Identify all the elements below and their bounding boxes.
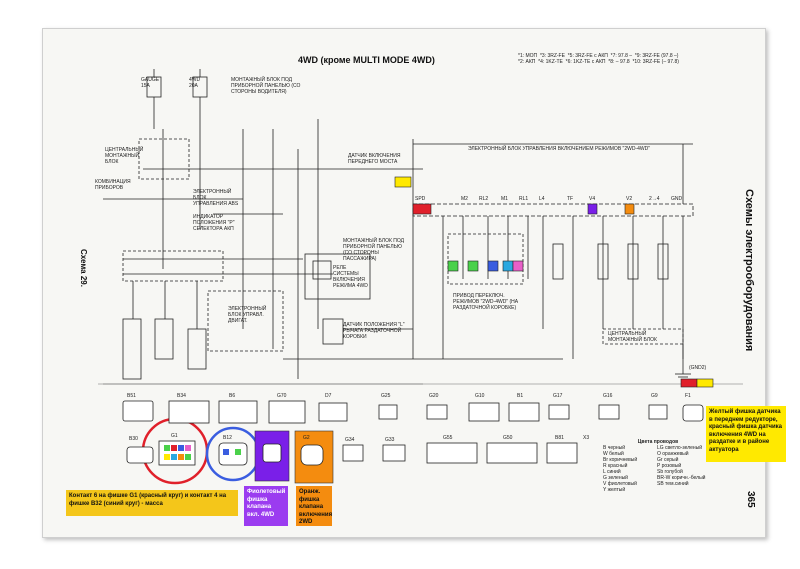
ecu-4wd-label: ЭЛЕКТРОННЫЙ БЛОК УПРАВЛЕНИЯ ВКЛЮЧЕНИЕМ Р… [468,146,650,152]
header-codes: *1: МОП *3: 3RZ-FE *5: 3RZ-FE с АКП *7: … [518,53,758,65]
wire-color-item: BR-W коричн.-белый [657,475,706,481]
connector-label: B34 [177,393,186,399]
wire-color-item: L синий [603,469,621,475]
connector-label: G25 [381,393,391,399]
actuator-drive-label: ПРИВОД ПЕРЕКЛЮЧ. РЕЖИМОВ "2WD-4WD" (НА Р… [453,293,519,311]
connector-label: B1 [517,393,524,399]
connector-label: G50 [503,435,513,441]
diagram-page: 4WD (кроме MULTI MODE 4WD) *1: МОП *3: 3… [42,28,766,538]
wire-color-item: O оранжевый [657,451,689,457]
relay-label: РЕЛЕ СИСТЕМЫ ВКЛЮЧЕНИЯ РЕЖИМА 4WD [333,265,368,289]
diagram-title: 4WD (кроме MULTI MODE 4WD) [298,55,435,65]
wiring-diagram [98,69,743,485]
ecu-pin-tf: TF [567,196,574,202]
connector-label: B12 [223,435,232,441]
connector-label: F1 [685,393,691,399]
red-blue-annotation: Контакт 6 на фишке G1 (красный круг) и к… [66,490,238,516]
ecu-pin-spd: SPD [415,196,426,202]
schema-label: Схема 29. [79,249,88,287]
code-10: *10: 3RZ-FE (– 97.8) [632,59,679,65]
wire-color-item: SB тем.синий [657,481,689,487]
connector-label: G1 [171,433,178,439]
connector-label: G70 [277,393,287,399]
ground-label: (GND2) [689,365,707,371]
connector-label: G17 [553,393,563,399]
connector-label: G9 [651,393,658,399]
wire-color-item: Br коричневый [603,457,638,463]
code-2: *2: АКП [518,59,536,65]
wire-color-item: LG светло-зеленый [657,445,703,451]
code-7: *7: 97.8 – [610,53,633,59]
front-sensor-label: ДАТЧИК ВКЛЮЧЕНИЯ ПЕРЕДНЕГО МОСТА [348,153,401,165]
code-8: *8: – 97.8 [608,59,630,65]
connector-label: B51 [127,393,136,399]
ecu-pin-m2: M2 [461,196,468,202]
connector-label: G16 [603,393,613,399]
central-block-right-label: ЦЕНТРАЛЬНЫЙ МОНТАЖНЫЙ БЛОК [608,331,657,343]
wire-color-item: G зеленый [603,475,628,481]
ecu-pin-2to4: 2→4 [649,196,660,202]
abs-ecu-label: ЭЛЕКТРОННЫЙ БЛОК УПРАВЛЕНИЯ ABS [193,189,239,207]
ecu-pin-m1: M1 [501,196,508,202]
fuse-gauge-label: GAUGE 15A [141,77,160,89]
code-9: *9: 3RZ-FE (97.8 –) [634,53,679,59]
panel-block-label: МОНТАЖНЫЙ БЛОК ПОД ПРИБОРНОЙ ПАНЕЛЬЮ (СО… [343,238,405,262]
connector-label: G2 [303,435,310,441]
yellow-annotation: Желтый фишка датчика в переднем редуктор… [706,406,786,462]
ecu-pin-rl2: RL2 [479,196,489,202]
wire-color-item: В черный [603,445,626,451]
code-4: *4: 1KZ-TE [538,59,563,65]
central-block-label: ЦЕНТРАЛЬНЫЙ МОНТАЖНЫЙ БЛОК [105,147,144,165]
wire-color-item: Sb голубой [657,469,683,475]
wire-color-item: W белый [603,451,624,457]
combo-meter-label: КОМБИНАЦИЯ ПРИБОРОВ [95,179,131,191]
wire-color-item: P розовый [657,463,682,469]
connector-label: G10 [475,393,485,399]
code-5: *5: 3RZ-FE с АКП [567,53,608,59]
connector-label: G34 [345,437,355,443]
wire-color-item: Y желтый [603,487,626,493]
wire-color-legend: Цвета проводов В черный W белый Br корич… [603,439,713,493]
code-3: *3: 3RZ-FE [539,53,565,59]
connector-label: G55 [443,435,453,441]
connector-label: G20 [429,393,439,399]
orange-annotation: Оранж. фишка клапана включения 2WD [296,486,332,526]
section-title: Схемы электрооборудования [743,189,755,352]
wire-color-item: V фиолетовый [603,481,637,487]
code-6: *6: 1KZ-TE с АКП [565,59,606,65]
ecu-engine-label: ЭЛЕКТРОННЫЙ БЛОК УПРАВЛ. ДВИГАТ. [228,306,267,324]
ecu-pin-gnd: GND [671,196,683,202]
ecu-pin-l4: L4 [539,196,545,202]
page-number: 365 [745,491,756,508]
wire-color-right: LG светло-зеленый O оранжевый Gr серый P… [657,445,713,493]
wire-color-item: Gr серый [657,457,679,463]
wire-color-title: Цвета проводов [637,439,679,445]
connector-label: X3 [583,435,590,441]
ecu-pin-v4: V4 [589,196,596,202]
p-indicator-label: ИНДИКАТОР ПОЛОЖЕНИЯ "P" СЕЛЕКТОРА АКП [193,214,235,232]
wire-color-left: В черный W белый Br коричневый R красный… [603,445,653,493]
connector-label: D7 [325,393,332,399]
fuse-4wd-label: 4WD 20A [189,77,201,89]
connector-label: B6 [229,393,236,399]
wire-color-item: R красный [603,463,628,469]
fuse-block-label: МОНТАЖНЫЙ БЛОК ПОД ПРИБОРНОЙ ПАНЕЛЬЮ (СО… [231,77,301,95]
ecu-pin-v2: V2 [626,196,633,202]
code-1: *1: МОП [518,53,538,59]
connector-label: G33 [385,437,395,443]
purple-annotation: Фиолетовый фишка клапана вкл. 4WD [244,486,288,526]
connector-label: B81 [555,435,564,441]
connector-label: B30 [129,436,138,442]
transfer-sensor-label: ДАТЧИК ПОЛОЖЕНИЯ "L" РЫЧАГА РАЗДАТОЧНОЙ … [343,322,405,340]
ecu-pin-rl1: RL1 [519,196,529,202]
